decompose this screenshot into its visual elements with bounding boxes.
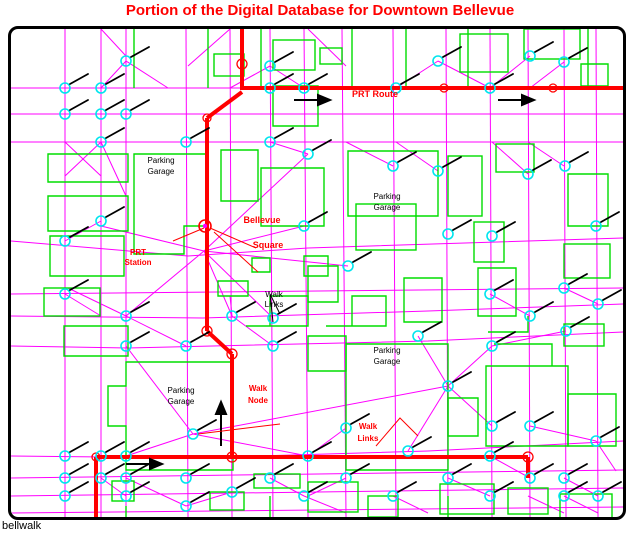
pg4-line1: Parking (167, 386, 195, 395)
walk-links-lower-line2: Links (357, 434, 379, 443)
direction-arrows-layer (126, 93, 537, 471)
pg2-line1: Parking (373, 192, 401, 201)
walk-nodes-layer (59, 50, 604, 512)
prt-arrow-right-2 (498, 93, 537, 107)
map-canvas (11, 29, 623, 517)
bellevue-label: Bellevue (243, 215, 281, 225)
prt-station-node (198, 219, 212, 233)
prt-route-label: PRT Route (352, 89, 398, 99)
prt-arrow-right-3 (126, 457, 165, 471)
prt-station-label-line1: PRT (130, 248, 146, 257)
walk-links-lower-line1: Walk (358, 422, 378, 431)
prt-route-layer (94, 29, 623, 517)
map-frame-border (8, 26, 626, 520)
figure-caption: bellwalk (2, 520, 42, 532)
prt-station-label-line2: Station (124, 258, 152, 267)
pg3-line1: Parking (373, 346, 401, 355)
walk-node-line1: Walk (248, 384, 268, 393)
pg2-line2: Garage (373, 203, 401, 212)
pg1-line1: Parking (147, 156, 175, 165)
prt-route-node-small (91, 58, 558, 463)
map-container: PRT Route PRT Station Bellevue Square Wa… (8, 26, 626, 520)
prt-arrow-right-1 (294, 93, 333, 107)
label-leader-lines-black (269, 293, 281, 323)
pg3-line2: Garage (373, 357, 401, 366)
node-tick-marks-layer (69, 41, 622, 503)
walk-links-upper-line1: Walk (265, 290, 283, 299)
page-title: Portion of the Digital Database for Down… (125, 2, 515, 19)
prt-arrow-up-1 (214, 399, 228, 446)
walk-node-line2: Node (248, 396, 268, 405)
square-label: Square (252, 240, 284, 250)
pg4-line2: Garage (167, 397, 195, 406)
pg1-line2: Garage (147, 167, 175, 176)
walk-links-upper-line2: Links (264, 300, 284, 309)
label-leader-lines (172, 227, 419, 447)
